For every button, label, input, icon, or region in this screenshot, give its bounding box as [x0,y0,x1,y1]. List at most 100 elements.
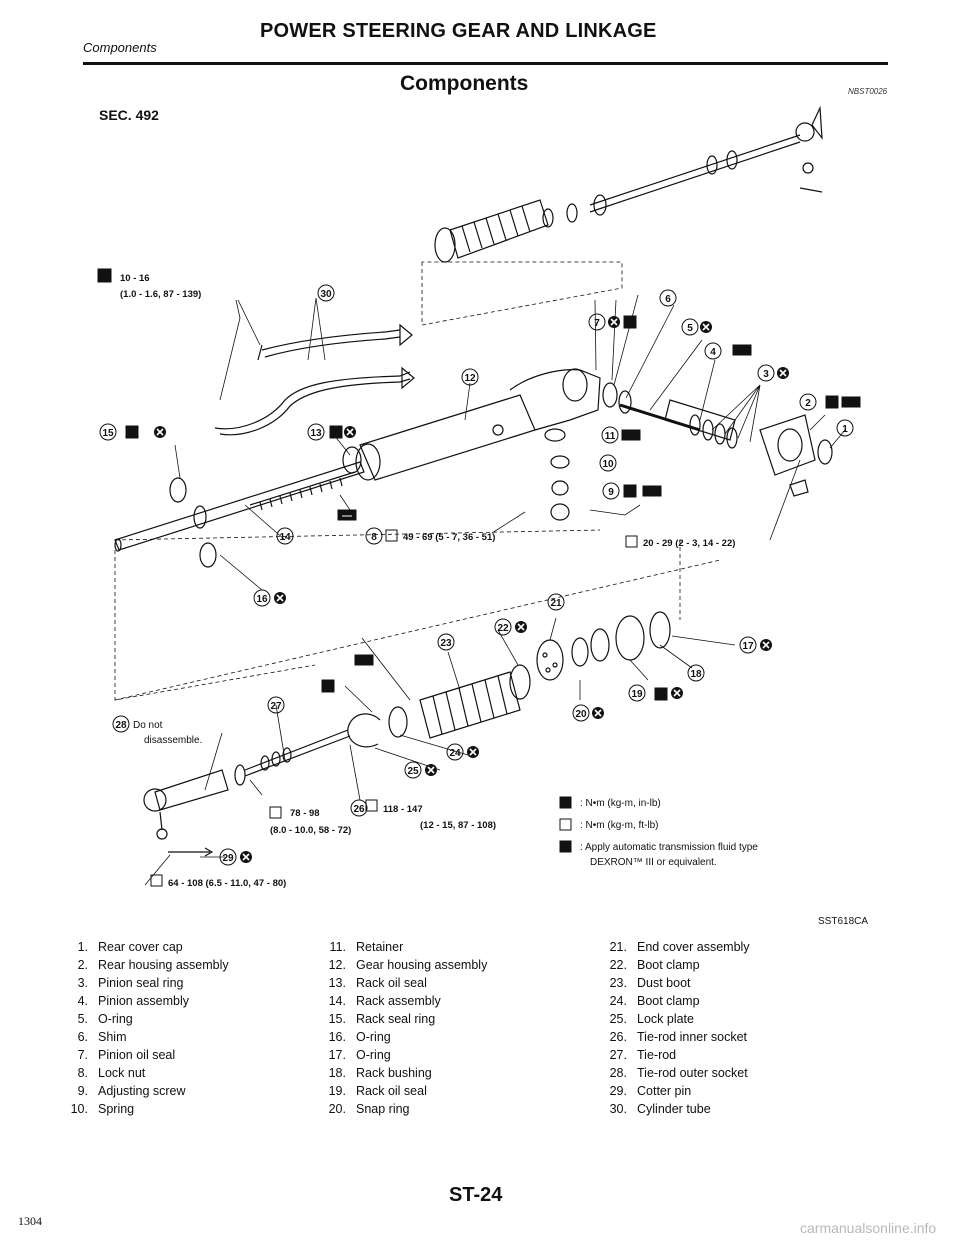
part-label: Lock plate [637,1012,694,1026]
rack-seal-13 [342,446,362,474]
part-label: Retainer [356,940,404,954]
svg-text:22: 22 [497,623,509,634]
callout-12: 12 [461,368,479,386]
part-label: O-ring [98,1012,133,1026]
svg-text:17: 17 [742,641,754,652]
torque-tie-rod-lock: 118 - 147 [383,804,423,815]
part-number: 17. [328,1048,346,1062]
list-item: 6.Shim [62,1028,229,1046]
o-ring-17 [649,611,671,649]
symbol-boxes [97,268,861,887]
list-item: 2.Rear housing assembly [62,956,229,974]
svg-text:26: 26 [353,804,365,815]
part-label: Adjusting screw [98,1084,186,1098]
svg-text:12: 12 [464,373,476,384]
list-item: 22.Boot clamp [601,956,750,974]
svg-text:3: 3 [763,369,769,380]
watermark: carmanualsonline.info [800,1220,937,1236]
part-number: 7. [77,1048,88,1062]
torque-cylinder-tube: 10 - 16 [120,273,150,284]
legend-symbols [559,796,572,853]
callout-4: 4 [704,342,722,360]
list-item: 12. Gear housing assembly [320,956,488,974]
list-item: 17. O-ring [320,1046,487,1064]
part-number: 21. [609,940,627,954]
castle-nut-upper [802,162,814,174]
part-number: 12. [328,958,346,972]
callout-23: 23 [437,633,455,651]
svg-text:19: 19 [631,689,643,700]
part-number: 19. [328,1084,346,1098]
torque-tie-rod-lock-detail: (12 - 15, 87 - 108) [420,820,496,831]
list-item: 5.O-ring [62,1010,229,1028]
torque-inner-socket-detail: (8.0 - 10.0, 58 - 72) [270,825,351,836]
part-label: Pinion seal ring [98,976,184,990]
part-number: 18. [328,1066,346,1080]
svg-text:20: 20 [575,709,587,720]
torque-outer-socket: 64 - 108 (6.5 - 11.0, 47 - 80) [168,878,286,889]
callout-3: 3 [757,364,775,382]
list-item: 18.Rack bushing [320,1064,487,1082]
part-label: Cotter pin [637,1084,692,1098]
part-number: 15. [328,1012,346,1026]
part-number: 3. [77,976,88,990]
part-number: 6. [77,1030,88,1044]
torque-inner-socket: 78 - 98 [290,808,320,819]
svg-text:8: 8 [371,532,377,543]
parts-list-column-2: 11. Retainer 12. Gear housing assembly 13.Ra… [320,938,488,1118]
legend-nm-ft-lb: : N•m (kg-m, ft-lb) [580,820,659,831]
part-number: 2. [77,958,88,972]
part-label: Gear housing assembly [356,958,488,972]
rack-bushing [615,615,645,661]
callout-28: 28 [112,715,130,733]
list-item: 13.Rack oil seal [320,974,487,992]
callout-7: 7 [588,313,606,331]
part-number: 10. [70,1102,88,1116]
list-item: 4.Pinion assembly [62,992,229,1010]
svg-text:1: 1 [842,424,848,435]
o-ring-15 [169,477,187,503]
callout-20: 20 [572,704,590,722]
part-number: 27. [609,1048,627,1062]
list-item: 28.Tie-rod outer socket [601,1064,750,1082]
part-number: 25. [609,1012,627,1026]
callout-22: 22 [494,618,512,636]
part-number: 29. [609,1084,627,1098]
svg-text:28: 28 [115,720,127,731]
list-item: 20.Snap ring [320,1100,487,1118]
svg-text:11: 11 [605,431,616,442]
list-item: 27.Tie-rod [601,1046,750,1064]
spring [550,455,570,469]
list-item: 24.Boot clamp [601,992,750,1010]
section-number: SEC. 492 [99,107,159,123]
legend-dexron: DEXRON™ III or equivalent. [590,857,717,868]
page-code: ST-24 [449,1184,503,1206]
outer-tie-rod-upper [589,134,801,206]
list-item: 23.Dust boot [601,974,750,992]
part-number: 24. [609,994,627,1008]
list-item: 26.Tie-rod inner socket [601,1028,750,1046]
part-number: 11. [329,940,346,954]
torque-lock-nut: 49 - 69 (5 - 7, 36 - 51) [403,532,495,543]
torque-cylinder-tube-detail: (1.0 - 1.6, 87 - 139) [120,289,201,300]
callout-14: 14 [276,527,294,545]
callout-17: 17 [739,636,757,654]
list-item: 30.Cylinder tube [601,1100,750,1118]
part-label: End cover assembly [637,940,750,954]
page-subtitle: Components [400,72,529,95]
svg-text:30: 30 [320,289,332,300]
part-label: Rack seal ring [356,1012,436,1026]
svg-text:18: 18 [690,669,702,680]
part-number: 14. [328,994,346,1008]
pinion-assembly [602,382,738,449]
part-label: Spring [98,1102,135,1116]
part-label: O-ring [356,1048,391,1062]
svg-text:10: 10 [602,459,614,470]
castle-nut-lower [156,828,168,840]
part-number: 8. [77,1066,88,1080]
reference-code: NBST0026 [848,87,888,96]
list-item: 19.Rack oil seal [320,1082,487,1100]
callout-30: 30 [317,284,335,302]
